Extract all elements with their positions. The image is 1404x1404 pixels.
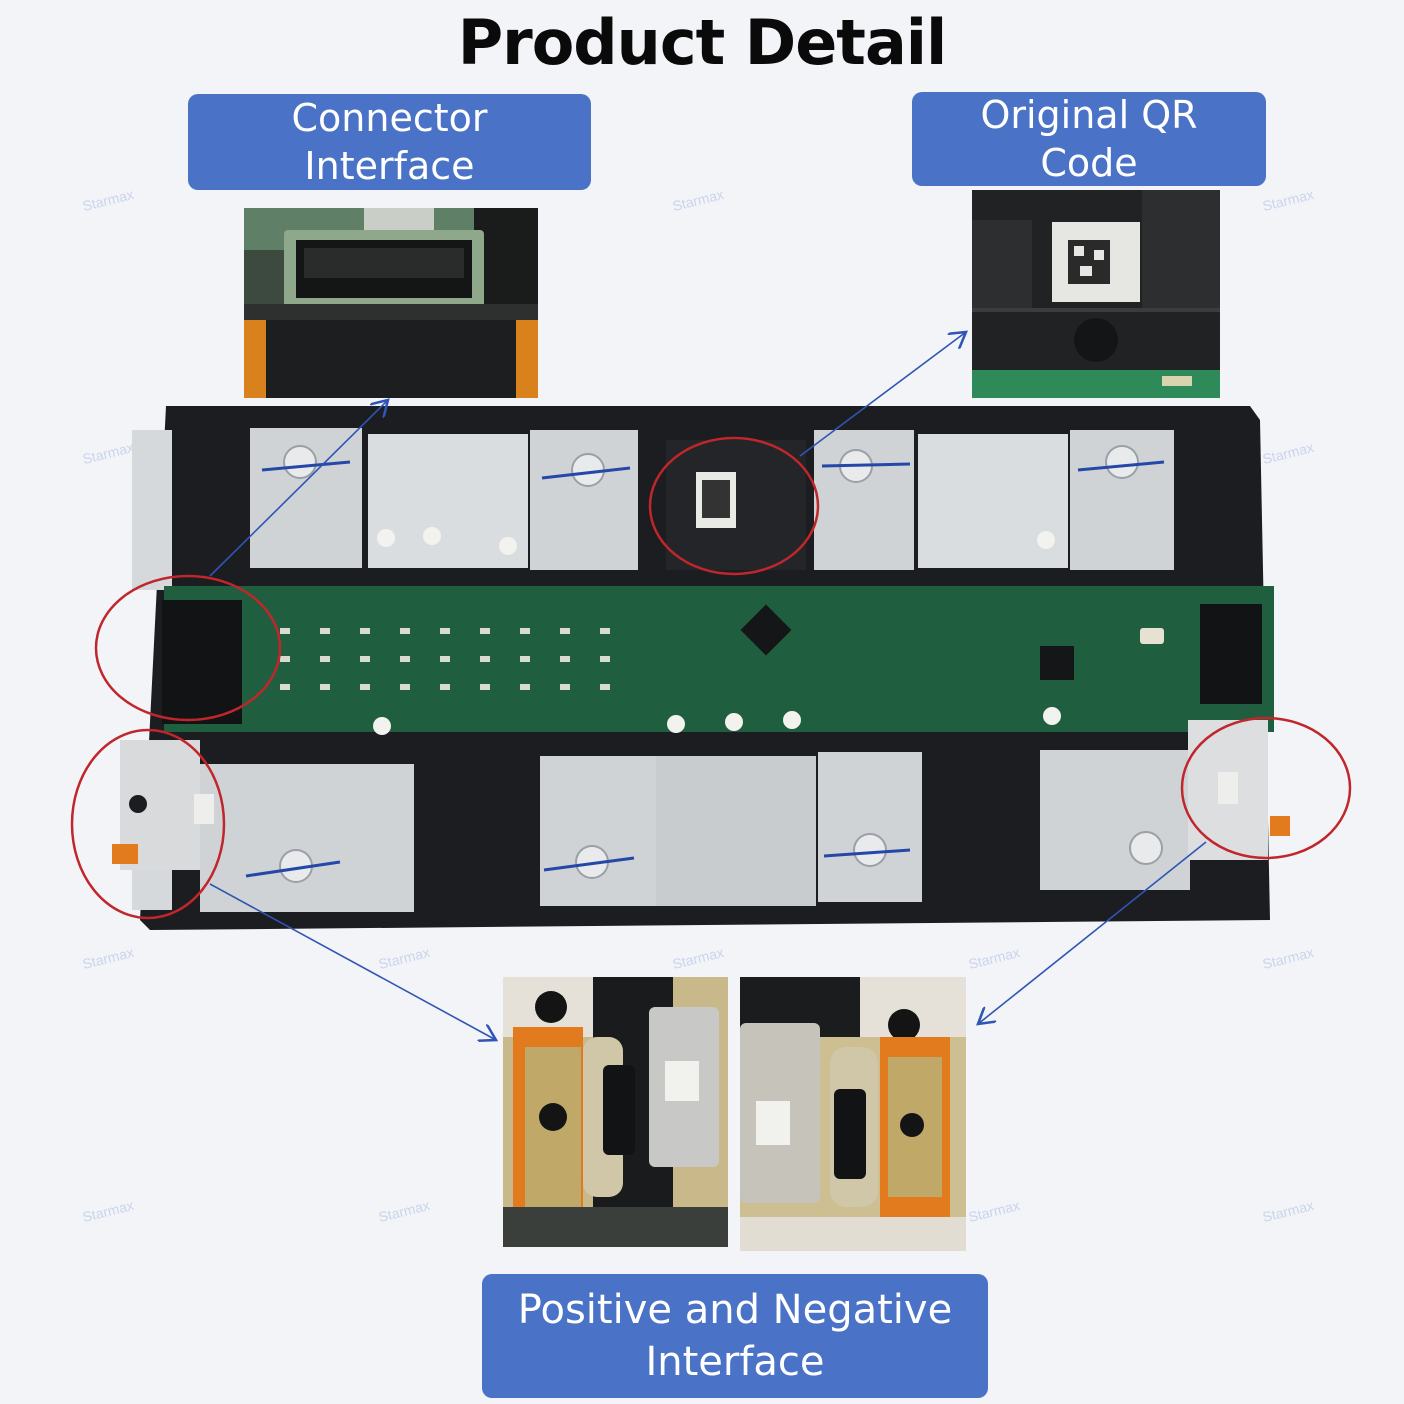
- negative-callout-circle: [1180, 716, 1352, 860]
- qr-code-label: Original QR Code: [912, 92, 1266, 186]
- negative-arrow: [978, 841, 1207, 1024]
- connector-arrow: [209, 400, 388, 577]
- connector-interface-label: Connector Interface: [188, 94, 591, 190]
- page-title: Product Detail: [457, 6, 948, 79]
- connector-callout-circle: [94, 574, 282, 722]
- positive-terminal-photo: [503, 977, 728, 1247]
- battery-module-photo: [110, 400, 1290, 940]
- qr-callout-circle: [648, 436, 820, 576]
- connector-closeup-photo: [244, 208, 538, 398]
- positive-callout-circle: [70, 728, 226, 920]
- positive-arrow: [209, 883, 496, 1040]
- negative-terminal-photo: [740, 977, 966, 1251]
- qr-arrow: [799, 332, 966, 457]
- terminals-label: Positive and Negative Interface: [482, 1274, 988, 1398]
- qr-closeup-photo: [972, 190, 1220, 398]
